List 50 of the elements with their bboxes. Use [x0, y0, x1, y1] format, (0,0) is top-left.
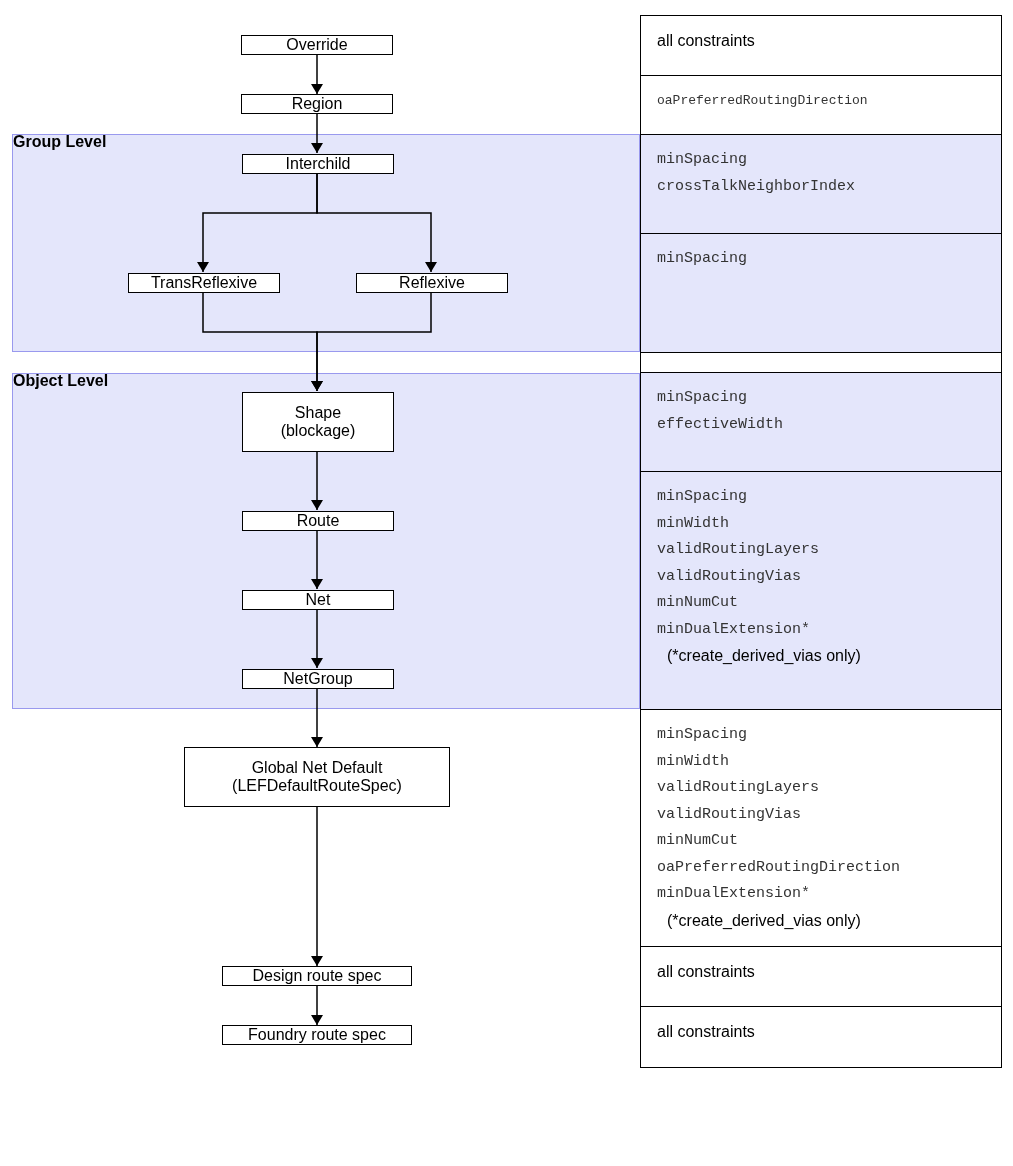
process-box: Net: [242, 590, 394, 610]
arrow: [311, 291, 432, 392]
process-box: Interchild: [242, 154, 394, 174]
constraint-name: minSpacing: [657, 150, 748, 170]
constraint-name: validRoutingVias: [657, 566, 803, 587]
arrow: [311, 806, 323, 967]
constraint-name: minWidth: [657, 751, 730, 772]
constraint-name: minSpacing: [657, 487, 748, 507]
note-text: all constraints: [657, 962, 756, 982]
arrow: [311, 985, 323, 1026]
group-band: [12, 373, 640, 709]
process-box: Global Net Default (LEFDefaultRouteSpec): [184, 747, 450, 807]
constraint-name: minSpacing: [657, 249, 748, 269]
arrow: [311, 54, 323, 95]
constraint-name: crossTalkNeighborIndex: [657, 176, 857, 197]
constraint-name: minNumCut: [657, 831, 739, 851]
process-box: Region: [241, 94, 393, 114]
process-box: Override: [241, 35, 393, 55]
constraint-name: minSpacing: [657, 725, 748, 745]
group-title: Group Level: [13, 133, 107, 151]
arrow: [311, 687, 323, 748]
group-band: [12, 134, 640, 352]
constraint-name: validRoutingLayers: [657, 778, 821, 798]
constraint-name: minDualExtension*: [657, 619, 812, 640]
note-text: all constraints: [657, 31, 756, 51]
constraint-name: oaPreferredRoutingDirection: [657, 857, 902, 878]
process-box: Design route spec: [222, 966, 412, 986]
arrow: [311, 608, 323, 669]
process-box: TransReflexive: [128, 273, 280, 293]
constraint-name: effectiveWidth: [657, 414, 785, 435]
process-box: Route: [242, 511, 394, 531]
constraint-name: minNumCut: [657, 593, 739, 613]
arrow: [316, 172, 437, 273]
process-box: NetGroup: [242, 669, 394, 689]
arrow: [311, 450, 323, 511]
arrow: [311, 529, 323, 590]
constraint-name: minWidth: [657, 513, 730, 534]
arrow: [311, 113, 323, 154]
constraint-name: validRoutingVias: [657, 804, 803, 825]
note-text: all constraints: [657, 1022, 756, 1042]
note-text: (*create_derived_vias only): [666, 910, 862, 931]
note-text: (*create_derived_vias only): [666, 646, 862, 666]
constraint-name: minDualExtension*: [657, 884, 812, 904]
process-box: Reflexive: [356, 273, 508, 293]
group-title: Object Level: [13, 372, 109, 390]
constraint-name: minSpacing: [657, 388, 748, 408]
process-box: Shape (blockage): [242, 392, 394, 452]
constraint-name: oaPreferredRoutingDirection: [657, 92, 869, 110]
constraint-name: validRoutingLayers: [657, 540, 821, 560]
process-box: Foundry route spec: [222, 1025, 412, 1045]
